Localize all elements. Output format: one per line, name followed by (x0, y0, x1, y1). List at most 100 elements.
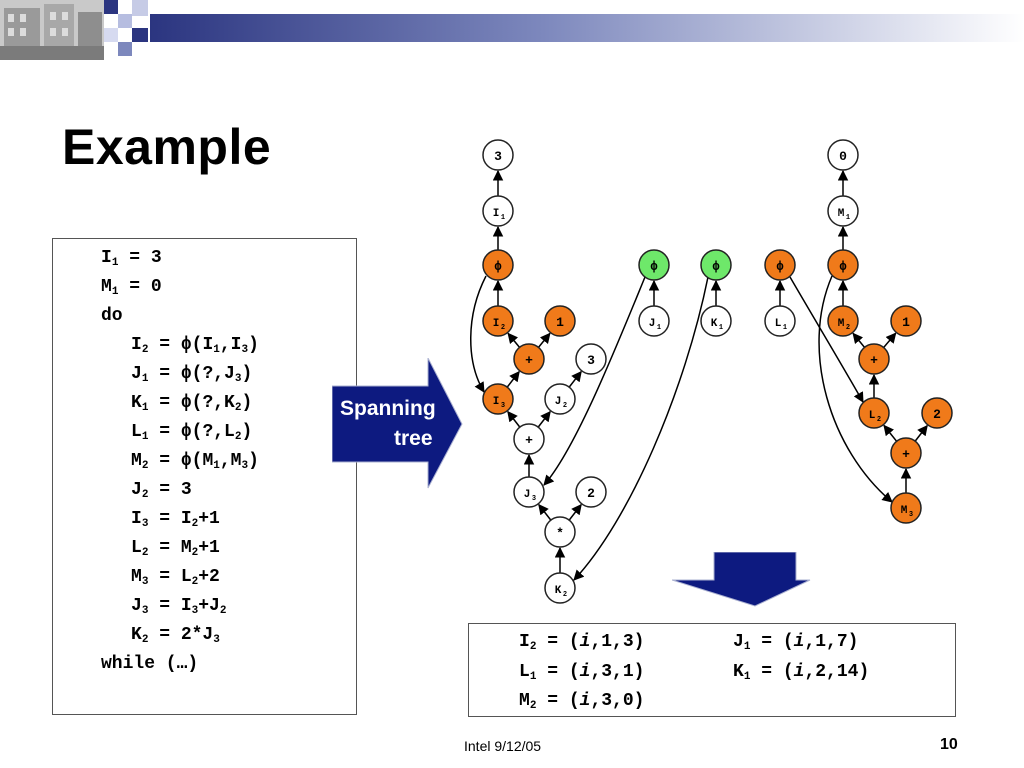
code-line: M3 = L2+2 (131, 567, 220, 588)
code-line: I2 = ϕ(I1,I3) (131, 335, 259, 356)
node-label: I (493, 318, 500, 330)
node-circle (858, 397, 890, 429)
code-line: I1 = 3 (101, 248, 162, 269)
graph-node: 1 (544, 305, 576, 337)
node-subscript: 2 (846, 324, 850, 332)
graph-edge (537, 410, 551, 428)
spanning-tree-label-line2: tree (394, 427, 433, 450)
node-circle (482, 383, 514, 415)
node-circle (544, 305, 576, 337)
code-line: M2 = ϕ(M1,M3) (131, 451, 259, 472)
node-circle (575, 476, 607, 508)
node-circle (544, 383, 576, 415)
result-line: L1 = (i,3,1) (519, 662, 645, 683)
node-subscript: 3 (501, 402, 505, 410)
code-line: do (101, 306, 123, 326)
node-label: 1 (902, 315, 910, 330)
graph-edge (883, 332, 897, 349)
graph-edge (543, 276, 646, 486)
code-listing: I1 = 3 M1 = 0 do I2 = ϕ(I1,I3) J1 = ϕ(?,J3) K… (52, 238, 357, 715)
code-line: M1 = 0 (101, 277, 162, 298)
node-circle (482, 139, 514, 171)
graph-node: ϕ (638, 249, 670, 281)
graph-edge (568, 370, 582, 388)
code-line: L2 = M2+1 (131, 538, 220, 559)
result-line: I2 = (i,1,3) (519, 632, 645, 653)
node-circle (544, 572, 576, 604)
graph-node: 2 (575, 476, 607, 508)
graph-node: + (513, 343, 545, 375)
node-circle (482, 195, 514, 227)
node-circle (890, 492, 922, 524)
node-subscript: 3 (909, 511, 913, 519)
code-line: while (…) (101, 654, 199, 674)
node-circle (638, 305, 670, 337)
node-circle (858, 343, 890, 375)
graph-edge (883, 424, 898, 442)
node-circle (890, 305, 922, 337)
graph-node: 2 (921, 397, 953, 429)
graph-edge (573, 276, 709, 581)
node-label: 0 (839, 149, 847, 164)
code-line: J1 = ϕ(?,J3) (131, 364, 253, 385)
node-circle (544, 516, 576, 548)
code-line: J2 = 3 (131, 480, 192, 501)
code-line: K2 = 2*J3 (131, 625, 220, 646)
node-label: L (775, 318, 782, 330)
decorative-squares (104, 0, 148, 56)
result-box: I2 = (i,1,3)J1 = (i,1,7)L1 = (i,3,1)K1 =… (468, 623, 956, 717)
node-subscript: 1 (719, 324, 723, 332)
graph-node: 0 (827, 139, 859, 171)
node-subscript: 2 (563, 591, 567, 599)
node-label: I (493, 208, 500, 220)
graph-node: * (544, 516, 576, 548)
building-photo (0, 0, 104, 60)
node-label: L (869, 410, 876, 422)
graph-edge (537, 332, 551, 348)
node-subscript: 2 (563, 402, 567, 410)
node-circle (575, 343, 607, 375)
graph-node: + (513, 423, 545, 455)
node-label: + (870, 353, 878, 368)
node-subscript: 3 (532, 495, 536, 503)
slide-title: Example (62, 119, 272, 175)
node-label: M (838, 318, 845, 330)
graph-edge (818, 275, 893, 503)
graph-node: 3 (575, 343, 607, 375)
graph-edge (852, 332, 866, 348)
graph-edge (507, 332, 521, 348)
node-label: J (555, 396, 562, 408)
graph-edge (506, 370, 520, 388)
node-circle (638, 249, 670, 281)
spanning-tree-arrow (332, 358, 463, 489)
node-circle (700, 305, 732, 337)
node-label: 2 (587, 486, 595, 501)
page-number: 10 (940, 736, 958, 753)
node-label: K (711, 318, 718, 330)
code-line: L1 = ϕ(?,L2) (131, 422, 253, 443)
node-label: * (556, 526, 564, 541)
node-label: + (525, 353, 533, 368)
graph-edge (568, 503, 582, 521)
node-label: J (649, 318, 656, 330)
graph-node: 3 (482, 139, 514, 171)
node-circle (921, 397, 953, 429)
graph-edge (470, 275, 487, 393)
node-circle (482, 249, 514, 281)
result-line: J1 = (i,1,7) (733, 632, 859, 653)
footer-text: Intel 9/12/05 (464, 738, 542, 754)
node-circle (827, 195, 859, 227)
node-label: + (525, 433, 533, 448)
node-label: K (555, 585, 562, 597)
node-circle (513, 476, 545, 508)
